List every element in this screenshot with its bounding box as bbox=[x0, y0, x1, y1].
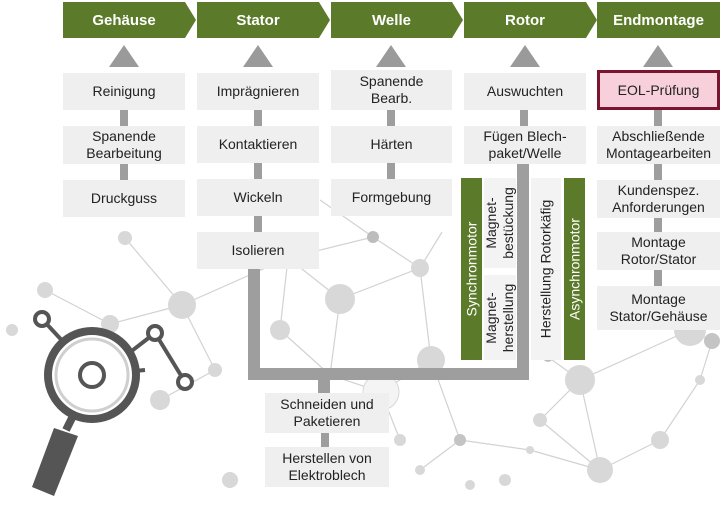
stage-header-welle: Welle bbox=[331, 2, 463, 38]
step-label: Formgebung bbox=[351, 189, 432, 205]
step-montage-rotor-stator: Montage Rotor/Stator bbox=[597, 232, 720, 270]
step-label: Kontaktieren bbox=[218, 136, 298, 152]
asynchronmotor-bar: Asynchronmotor bbox=[564, 178, 585, 360]
up-arrow-icon bbox=[643, 45, 673, 67]
step-kontaktieren: Kontaktieren bbox=[197, 126, 319, 163]
step-label: Herstellen von Elektroblech bbox=[282, 450, 372, 483]
stage-header-rotor: Rotor bbox=[464, 2, 597, 38]
step-spanende-bearbeitung: Spanende Bearbeitung bbox=[63, 126, 185, 164]
step-label: Auswuchten bbox=[486, 83, 564, 99]
asynchronmotor-label: Asynchronmotor bbox=[566, 218, 582, 320]
step-label: Isolieren bbox=[231, 242, 285, 258]
step-label: Montage Stator/Gehäuse bbox=[609, 291, 708, 324]
stage-header-endmontage: Endmontage bbox=[597, 2, 720, 38]
step-isolieren: Isolieren bbox=[197, 232, 319, 269]
stage-header-label: Stator bbox=[236, 11, 280, 29]
step-label: Druckguss bbox=[90, 190, 158, 206]
step-label: Spanende Bearb. bbox=[359, 73, 424, 106]
step-label: Spanende Bearbeitung bbox=[86, 128, 162, 161]
step-formgebung: Formgebung bbox=[331, 179, 452, 216]
step-abschliessende-montagearbeiten: Abschließende Montagearbeiten bbox=[597, 126, 720, 164]
up-arrow-icon bbox=[510, 45, 540, 67]
step-magnet-bestueckung: Magnet- bestückung bbox=[483, 178, 516, 268]
connector-bar bbox=[520, 108, 528, 128]
connector-bar bbox=[654, 108, 662, 128]
step-label: Herstellung Rotorkäfig bbox=[537, 199, 554, 339]
stage-header-label: Welle bbox=[372, 11, 411, 29]
connector-bar bbox=[321, 430, 329, 450]
step-herstellen-elektroblech: Herstellen von Elektroblech bbox=[265, 447, 389, 487]
connector-bar bbox=[654, 216, 662, 236]
step-label: Imprägnieren bbox=[216, 83, 300, 99]
step-haerten: Härten bbox=[331, 126, 452, 163]
step-label: Abschließende Montagearbeiten bbox=[605, 128, 712, 161]
step-label: EOL-Prüfung bbox=[617, 81, 700, 98]
step-fuegen-blechpaket-welle: Fügen Blech- paket/Welle bbox=[464, 126, 586, 164]
magnifier-network-icon bbox=[32, 310, 194, 496]
step-montage-stator-gehaeuse: Montage Stator/Gehäuse bbox=[597, 286, 720, 330]
connector-bar bbox=[120, 162, 128, 182]
connector-bar bbox=[387, 108, 395, 128]
synchronmotor-bar: Synchronmotor bbox=[461, 178, 482, 360]
connector-bar bbox=[254, 161, 262, 181]
synchronmotor-label: Synchronmotor bbox=[463, 221, 479, 317]
step-label: Wickeln bbox=[233, 189, 283, 205]
step-spanende-bearb: Spanende Bearb. bbox=[331, 70, 452, 110]
step-label: Fügen Blech- paket/Welle bbox=[483, 128, 567, 161]
connector-bar bbox=[517, 160, 529, 380]
up-arrow-icon bbox=[376, 45, 406, 67]
step-wickeln: Wickeln bbox=[197, 179, 319, 216]
step-label: Montage Rotor/Stator bbox=[620, 234, 697, 267]
step-label: Reinigung bbox=[92, 83, 156, 99]
step-label: Magnet- bestückung bbox=[483, 187, 516, 259]
connector-bar bbox=[248, 260, 260, 380]
step-label: Kundenspez. Anforderungen bbox=[612, 182, 705, 215]
step-label: Schneiden und Paketieren bbox=[280, 396, 374, 429]
up-arrow-icon bbox=[109, 45, 139, 67]
stage-header-gehaeuse: Gehäuse bbox=[63, 2, 196, 38]
step-schneiden-paketieren: Schneiden und Paketieren bbox=[265, 393, 389, 433]
connector-bar bbox=[248, 368, 529, 380]
step-label: Magnet- herstellung bbox=[483, 283, 516, 352]
connector-bar bbox=[387, 161, 395, 181]
connector-bar bbox=[654, 268, 662, 288]
step-impraegnieren: Imprägnieren bbox=[197, 73, 319, 110]
up-arrow-icon bbox=[243, 45, 273, 67]
step-kundenspez-anforderungen: Kundenspez. Anforderungen bbox=[597, 180, 720, 218]
step-herstellung-rotorkaefig: Herstellung Rotorkäfig bbox=[531, 178, 561, 360]
step-druckguss: Druckguss bbox=[63, 180, 185, 217]
stage-header-label: Rotor bbox=[505, 11, 545, 29]
connector-bar bbox=[654, 162, 662, 182]
step-eol-pruefung: EOL-Prüfung bbox=[597, 70, 720, 110]
step-magnet-herstellung: Magnet- herstellung bbox=[483, 275, 516, 360]
step-reinigung: Reinigung bbox=[63, 73, 185, 110]
connector-bar bbox=[254, 108, 262, 128]
stage-header-stator: Stator bbox=[197, 2, 330, 38]
stage-header-label: Gehäuse bbox=[92, 11, 156, 29]
connector-bar bbox=[254, 214, 262, 234]
connector-bar bbox=[120, 108, 128, 128]
step-label: Härten bbox=[370, 136, 413, 152]
stage-header-label: Endmontage bbox=[613, 11, 704, 29]
step-auswuchten: Auswuchten bbox=[464, 73, 586, 110]
